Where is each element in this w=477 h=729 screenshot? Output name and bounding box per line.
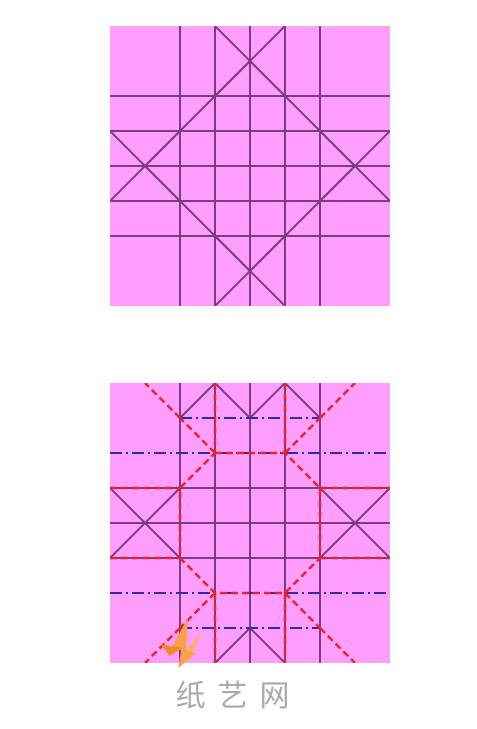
crease-diamond-edge-3 — [249, 165, 356, 272]
crease-diagonal-1 — [214, 383, 251, 419]
valley-fold-diag-8 — [319, 627, 356, 663]
crane-body — [160, 644, 182, 656]
fold-pattern-svg — [110, 383, 390, 663]
paper-crane-icon — [130, 610, 230, 670]
valley-fold-diag-5 — [179, 592, 216, 629]
fold-pattern-diagram — [110, 383, 390, 663]
crease-corner-cross-2 — [284, 383, 321, 419]
valley-fold-diag-3 — [284, 417, 321, 454]
crease-lines — [110, 383, 390, 663]
crease-pattern-svg — [110, 26, 390, 306]
crease-diagonal-4 — [249, 627, 286, 663]
crease-diamond-edge-4 — [249, 60, 356, 167]
crease-pattern-diagram — [110, 26, 390, 306]
valley-fold-diag-7 — [284, 592, 321, 629]
valley-fold-diag-1 — [179, 417, 216, 454]
crane-tail — [178, 648, 196, 668]
valley-fold-lines — [110, 383, 390, 663]
crease-diamond-edge-2 — [144, 165, 251, 272]
crane-wing — [170, 618, 188, 650]
valley-fold-diag-4 — [319, 383, 356, 419]
crease-diagonal-8 — [319, 487, 390, 559]
crease-lines — [110, 26, 390, 306]
crease-corner-cross-1 — [179, 383, 216, 419]
valley-fold-diag-2 — [144, 383, 181, 419]
paper-crane-svg — [160, 618, 202, 668]
crease-diagonal-2 — [249, 383, 286, 419]
crane-wing-right — [186, 632, 202, 654]
crease-diagonal-6 — [110, 487, 181, 559]
crease-diamond-edge-1 — [144, 60, 251, 167]
crease-diagonal-3 — [214, 627, 251, 663]
watermark-text: 纸艺网 — [175, 679, 302, 714]
